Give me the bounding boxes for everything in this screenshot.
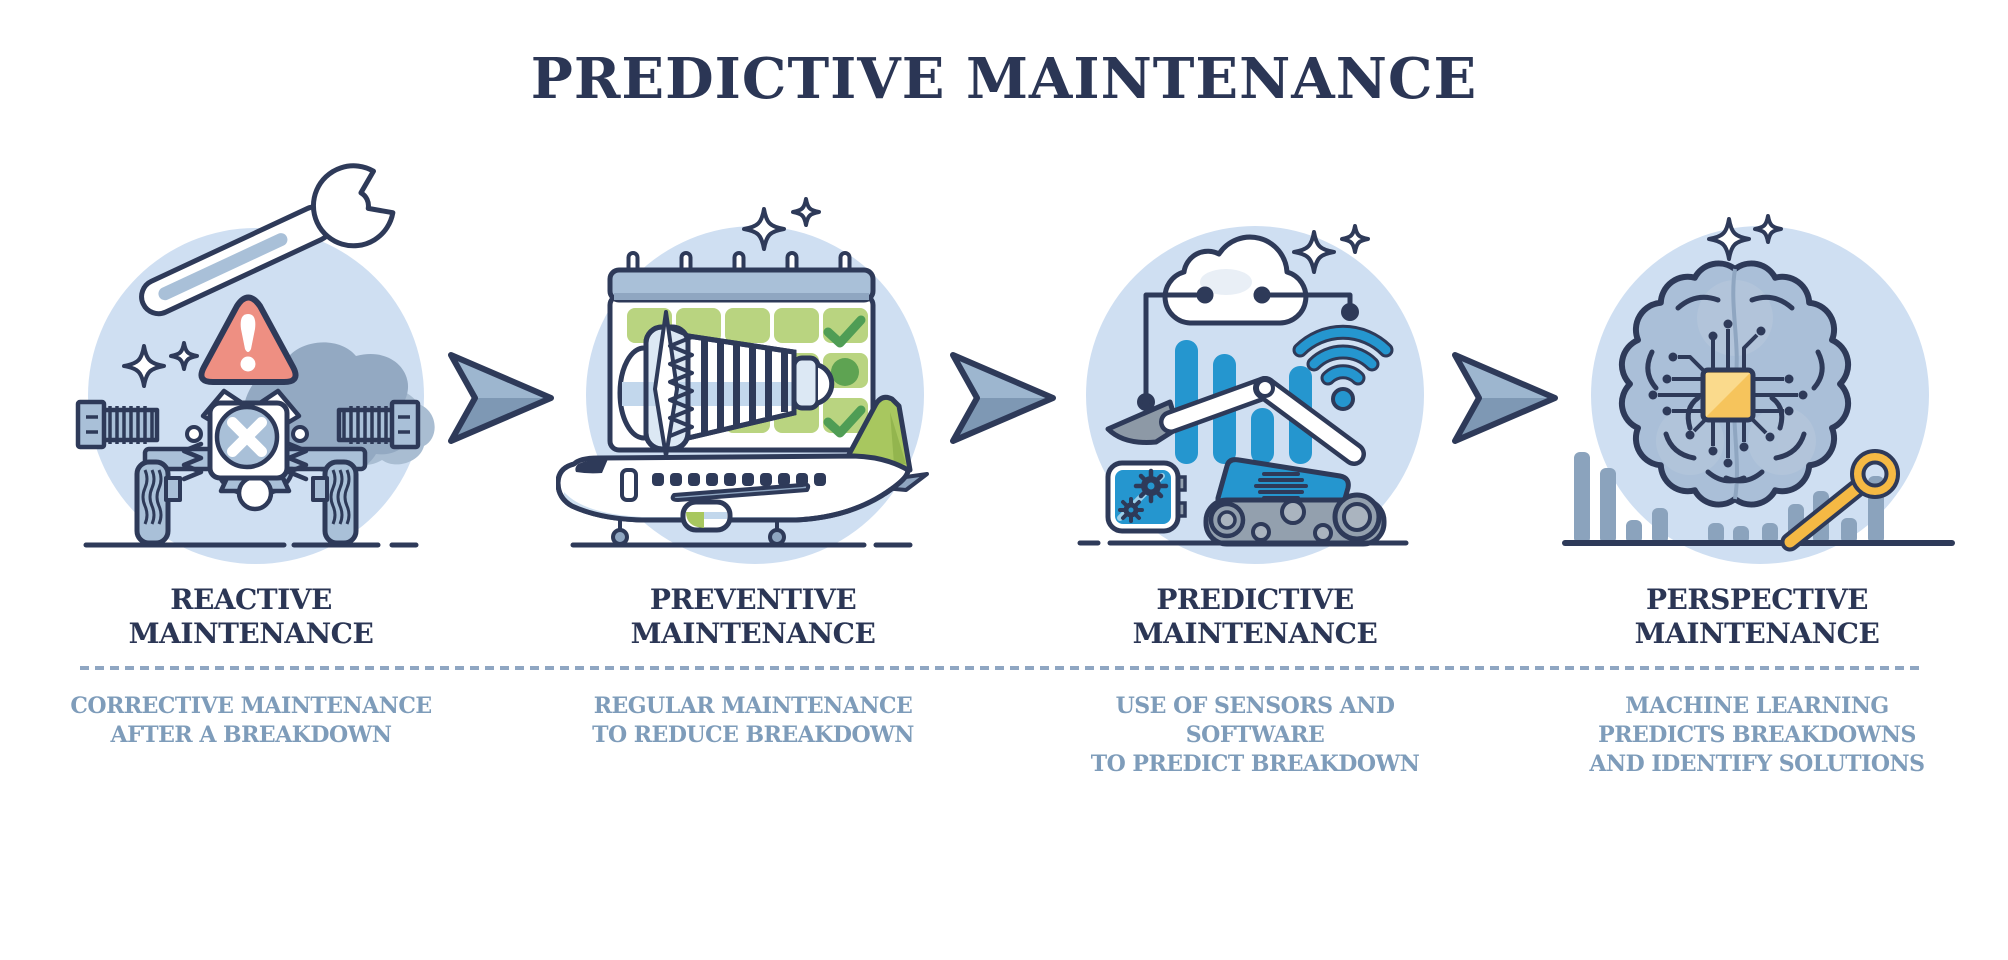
- stage-title-preventive: PREVENTIVE MAINTENANCE: [553, 583, 953, 651]
- stage-description-preventive: REGULAR MAINTENANCE TO REDUCE BREAKDOWN: [553, 692, 953, 750]
- bolt-icon: [75, 399, 421, 450]
- wire-connections: [1137, 286, 1359, 411]
- reactive-maintenance-illustration: [75, 163, 435, 564]
- stage-description-reactive: CORRECTIVE MAINTENANCE AFTER A BREAKDOWN: [51, 692, 451, 750]
- gearbox-sensor-icon: [1105, 460, 1187, 534]
- jet-engine-icon: [617, 310, 835, 458]
- stage-title-line: REACTIVE: [170, 583, 332, 616]
- flow-arrow-icon: [1452, 352, 1558, 444]
- sparkles-icon: [1707, 214, 1783, 261]
- page-title: PREDICTIVE MAINTENANCE: [530, 46, 1478, 112]
- stage-description-line: MACHINE LEARNING: [1625, 693, 1889, 719]
- sparkles-icon: [122, 341, 199, 388]
- wrench-icon: [139, 163, 396, 317]
- flow-arrow-icon: [448, 352, 554, 444]
- stage-title-line: MAINTENANCE: [1132, 617, 1378, 650]
- stage-description-predictive: USE OF SENSORS AND SOFTWARE TO PREDICT B…: [1055, 692, 1455, 779]
- stage-description-line: TO REDUCE BREAKDOWN: [592, 722, 914, 748]
- sparkles-icon: [742, 197, 821, 251]
- predictive-maintenance-illustration: [1077, 224, 1424, 564]
- chip-icon: [1700, 367, 1756, 423]
- perspective-maintenance-illustration: [1562, 214, 1955, 564]
- stage-description-line: AND IDENTIFY SOLUTIONS: [1589, 751, 1925, 777]
- ai-brain-icon: [1618, 260, 1852, 508]
- stage-title-predictive: PREDICTIVE MAINTENANCE: [1055, 583, 1455, 651]
- chip-circuit-traces: [1658, 329, 1798, 458]
- sparkles-icon: [1292, 224, 1370, 274]
- dashed-divider: [80, 666, 1920, 670]
- magnifier-icon: [1780, 449, 1900, 552]
- stage-title-line: PERSPECTIVE: [1645, 583, 1869, 616]
- stage-title-line: MAINTENANCE: [1634, 617, 1880, 650]
- stage-description-line: PREDICTS BREAKDOWNS: [1598, 722, 1916, 748]
- bar-chart-icon: [1175, 340, 1312, 464]
- stage-description-line: CORRECTIVE MAINTENANCE: [70, 693, 432, 719]
- stage-description-perspective: MACHINE LEARNING PREDICTS BREAKDOWNS AND…: [1557, 692, 1957, 779]
- excavator-icon: [1105, 376, 1387, 547]
- stage-title-line: MAINTENANCE: [128, 617, 374, 650]
- stage-description-line: AFTER A BREAKDOWN: [110, 722, 392, 748]
- stage-title-line: PREDICTIVE: [1156, 583, 1354, 616]
- stage-title-line: PREVENTIVE: [649, 583, 857, 616]
- gears-icon: [1118, 468, 1169, 523]
- wifi-icon: [1292, 324, 1394, 411]
- checkmark-icon: [823, 315, 866, 438]
- preventive-maintenance-illustration: [556, 197, 929, 564]
- stage-description-line: REGULAR MAINTENANCE: [593, 693, 913, 719]
- engine-chassis-icon: [134, 388, 368, 546]
- stage-title-reactive: REACTIVE MAINTENANCE: [51, 583, 451, 651]
- flow-arrow-icon: [950, 352, 1056, 444]
- stage-description-line: USE OF SENSORS AND SOFTWARE: [1115, 693, 1395, 748]
- warning-triangle-icon: [198, 294, 299, 385]
- stage-description-line: TO PREDICT BREAKDOWN: [1090, 751, 1420, 777]
- stage-title-line: MAINTENANCE: [630, 617, 876, 650]
- airplane-icon: [556, 394, 929, 546]
- stage-title-perspective: PERSPECTIVE MAINTENANCE: [1557, 583, 1957, 651]
